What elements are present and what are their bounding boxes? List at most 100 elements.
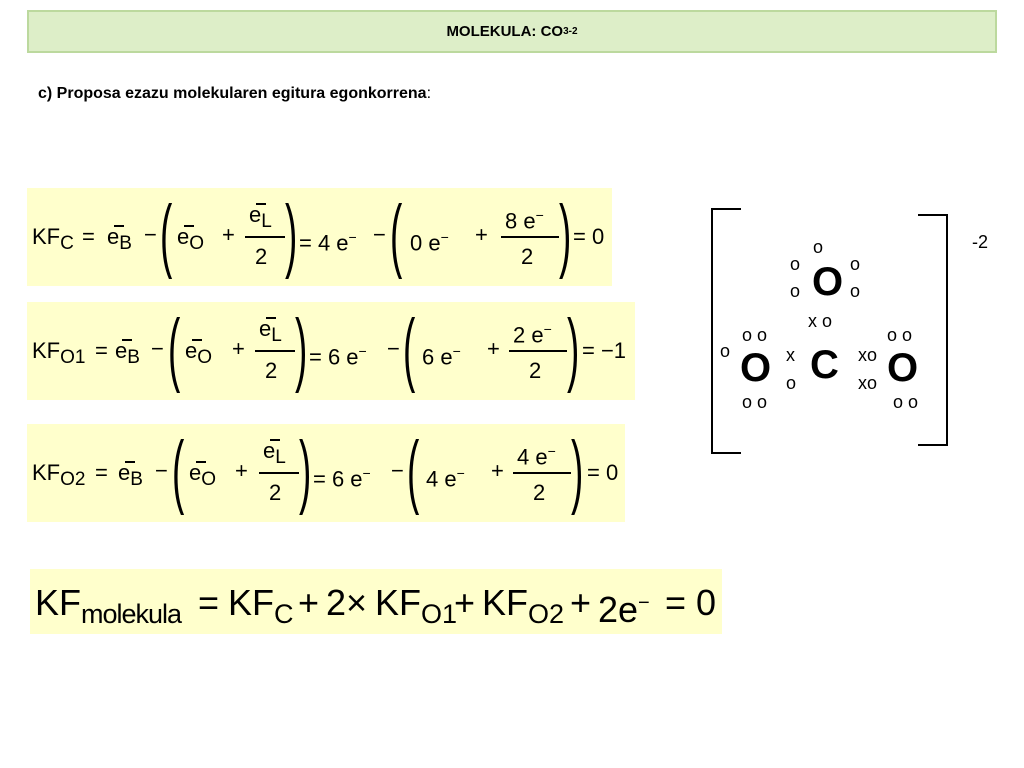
- electron-dot: o: [813, 237, 824, 257]
- kf-o2: KFO2: [482, 582, 565, 630]
- kf-molecule: KFmolekula: [35, 582, 182, 630]
- denominator: 2: [533, 480, 546, 505]
- lone-electrons: eL: [259, 316, 282, 347]
- result-term-1: = 6 e−: [309, 343, 367, 370]
- term-2: 4 e−: [426, 465, 465, 492]
- term-2: 0 e−: [410, 229, 449, 256]
- paren-open: (: [172, 425, 185, 516]
- electron-dot: o: [720, 341, 731, 361]
- minus: −: [387, 336, 400, 361]
- kf-label: KFO2: [32, 460, 86, 491]
- plus: +: [454, 582, 476, 623]
- plus: +: [487, 336, 500, 361]
- kf-label: KFC: [32, 224, 74, 255]
- paren-open: (: [168, 303, 181, 394]
- electron-dot: x: [786, 345, 795, 365]
- electron-dot: o: [790, 254, 801, 274]
- bonding-electrons: eB: [115, 338, 140, 369]
- electron-pair: xo: [858, 345, 878, 365]
- kf-o1: KFO1: [375, 582, 458, 630]
- result-term-1: = 6 e−: [313, 465, 371, 492]
- lone-electrons: eL: [249, 202, 272, 233]
- electron-dot: o: [786, 373, 797, 393]
- kf-c: KFC: [228, 582, 294, 630]
- plus: +: [235, 458, 248, 483]
- kf-label: KFO1: [32, 338, 86, 369]
- denominator: 2: [265, 358, 278, 383]
- plus: +: [570, 582, 592, 623]
- denominator: 2: [255, 244, 268, 269]
- result: = 0: [665, 582, 717, 623]
- minus: −: [151, 336, 164, 361]
- denominator: 2: [269, 480, 282, 505]
- electron-pair: x o: [808, 311, 833, 331]
- fraction-bar: [501, 236, 559, 238]
- paren-close: ): [571, 425, 584, 516]
- plus: +: [298, 582, 320, 623]
- oxygen-left-atom: O: [740, 346, 772, 390]
- title-superscript: -2: [568, 26, 578, 37]
- bonding-electrons: eB: [107, 224, 132, 255]
- fraction-bar: [513, 472, 571, 474]
- result-term-1: = 4 e−: [299, 229, 357, 256]
- denominator: 2: [521, 244, 534, 269]
- fraction-bar: [259, 472, 299, 474]
- bonding-electrons: eB: [118, 460, 143, 491]
- lone-electrons: eL: [263, 438, 286, 469]
- plus: +: [491, 458, 504, 483]
- result: = −1: [582, 338, 627, 363]
- electron-pair: o o: [887, 325, 913, 345]
- question-text: c) Proposa ezazu molekularen egitura ego…: [38, 85, 431, 103]
- question-colon: :: [426, 85, 432, 102]
- term-2: 6 e−: [422, 343, 461, 370]
- paren-close: ): [559, 189, 572, 280]
- numerator-3: 4 e−: [517, 443, 556, 470]
- electron-dot: o: [790, 281, 801, 301]
- equation-box-oxygen-1: KFO1 = eB − ( eO + eL 2 ) = 6 e− − ( 6 e…: [27, 302, 635, 400]
- minus: −: [144, 222, 157, 247]
- minus: −: [391, 458, 404, 483]
- paren-close: ): [295, 303, 308, 394]
- carbon-center-atom: C: [810, 343, 839, 387]
- ion-charge: -2: [972, 232, 989, 252]
- paren-close: ): [285, 189, 298, 280]
- oxygen-top-atom: O: [812, 260, 844, 304]
- title-text: MOLEKULA: CO: [446, 23, 564, 40]
- title-subscript: 3: [563, 26, 569, 37]
- equals: =: [198, 582, 220, 623]
- paren-open: (: [407, 425, 420, 516]
- electron-dot: o: [850, 281, 861, 301]
- equals: =: [95, 460, 108, 485]
- result: = 0: [587, 460, 619, 485]
- electron-pair: xo: [858, 373, 878, 393]
- times-two: 2×: [326, 582, 368, 623]
- charge-term: 2e−: [598, 589, 650, 630]
- bracket-right: [918, 214, 948, 446]
- equals: =: [82, 224, 95, 249]
- minus: −: [155, 458, 168, 483]
- paren-open: (: [160, 189, 173, 280]
- fraction-bar: [509, 350, 567, 352]
- electron-pair: o o: [742, 325, 768, 345]
- bracket-left: [711, 208, 741, 454]
- fraction-bar: [245, 236, 285, 238]
- paren-open: (: [390, 189, 403, 280]
- paren-close: ): [299, 425, 312, 516]
- valence-electrons: eO: [177, 224, 205, 255]
- oxygen-right-atom: O: [887, 346, 919, 390]
- plus: +: [222, 222, 235, 247]
- plus: +: [475, 222, 488, 247]
- plus: +: [232, 336, 245, 361]
- numerator-3: 2 e−: [513, 321, 552, 348]
- denominator: 2: [529, 358, 542, 383]
- numerator-3: 8 e−: [505, 207, 544, 234]
- electron-dot: o: [850, 254, 861, 274]
- electron-pair: o o: [742, 392, 768, 412]
- equation-box-carbon: KFC = eB − ( eO + eL 2 ) = 4 e− − ( 0 e−…: [27, 188, 612, 286]
- equals: =: [95, 338, 108, 363]
- paren-close: ): [567, 303, 580, 394]
- valence-electrons: eO: [189, 460, 217, 491]
- valence-electrons: eO: [185, 338, 213, 369]
- equation-box-molecule: KFmolekula = KFC + 2× KFO1 + KFO2 + 2e− …: [30, 569, 722, 634]
